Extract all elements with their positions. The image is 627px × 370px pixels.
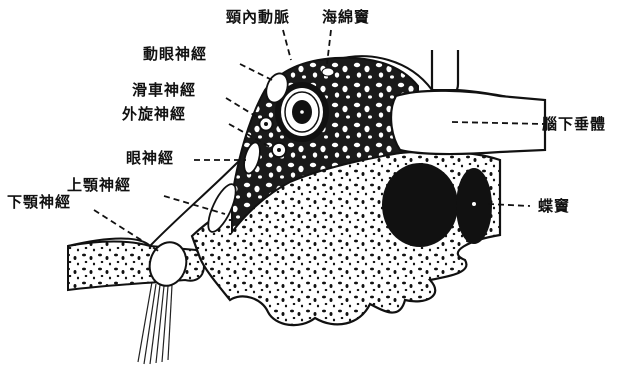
sphenoid-sinus-left (382, 163, 458, 247)
label-maxillary-nerve: 上顎神經 (67, 176, 131, 194)
label-abducens-nerve: 外旋神經 (122, 105, 186, 123)
label-ophthalmic-nerve: 眼神經 (126, 149, 174, 167)
label-mandibular-nerve: 下顎神經 (7, 193, 71, 211)
pituitary-gland (391, 91, 545, 154)
label-cavernous-sinus: 海綿竇 (322, 8, 370, 26)
label-internal-carotid-artery: 頸內動脈 (226, 8, 290, 26)
label-pituitary: 腦下垂體 (542, 115, 606, 133)
label-oculomotor-nerve: 動眼神經 (143, 45, 207, 63)
nerve-fibres (138, 282, 172, 364)
label-trochlear-nerve: 滑車神經 (132, 81, 196, 99)
label-sphenoid-sinus: 蝶竇 (538, 197, 570, 215)
